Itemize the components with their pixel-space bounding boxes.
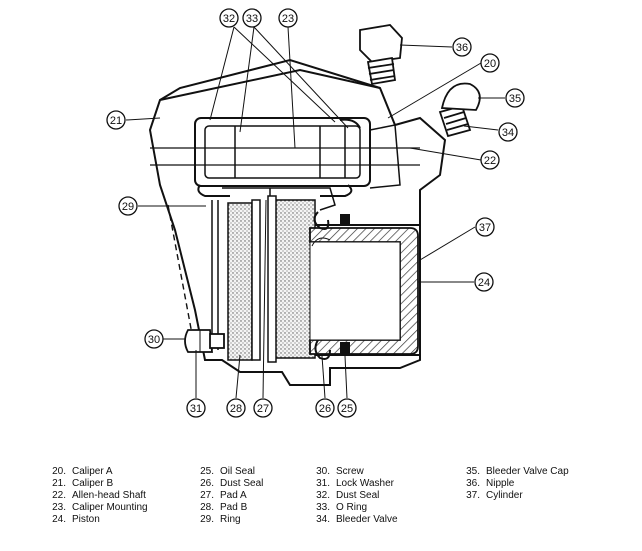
svg-text:26: 26 <box>319 403 331 415</box>
legend-item: 25.Oil Seal <box>200 466 256 477</box>
legend-item: 24.Piston <box>52 514 100 525</box>
dust-seal-upper <box>197 184 230 197</box>
legend-item: 36.Nipple <box>466 478 515 489</box>
callout-20: 20 <box>480 53 500 73</box>
callout-26: 26 <box>315 398 335 418</box>
svg-text:28: 28 <box>230 403 242 415</box>
svg-text:21: 21 <box>110 115 122 127</box>
callout-23: 23 <box>278 8 298 28</box>
callout-24: 24 <box>474 272 494 292</box>
callout-34: 34 <box>498 122 518 142</box>
callout-35: 35 <box>505 88 525 108</box>
legend-item: 31.Lock Washer <box>316 478 394 489</box>
legend-column-2: 25.Oil Seal 26.Dust Seal 27.Pad A 28.Pad… <box>196 466 263 526</box>
leader-lines <box>125 26 505 399</box>
legend-item: 27.Pad A <box>200 490 247 501</box>
cylinder <box>315 224 421 356</box>
callout-36: 36 <box>452 37 472 57</box>
callout-29: 29 <box>118 196 138 216</box>
svg-text:30: 30 <box>148 334 160 346</box>
svg-text:22: 22 <box>484 155 496 167</box>
svg-text:20: 20 <box>484 58 496 70</box>
svg-text:37: 37 <box>479 222 491 234</box>
legend-item: 28.Pad B <box>200 502 248 513</box>
legend-item: 26.Dust Seal <box>200 478 264 489</box>
legend-item: 22.Allen-head Shaft <box>52 490 146 501</box>
legend-item: 20.Caliper A <box>52 466 113 477</box>
svg-text:34: 34 <box>502 127 514 139</box>
piston <box>309 227 419 355</box>
svg-text:23: 23 <box>282 13 294 25</box>
callout-30: 30 <box>144 329 164 349</box>
svg-text:31: 31 <box>190 403 202 415</box>
screw <box>184 329 225 353</box>
callouts: 20 21 22 23 24 25 26 27 28 29 30 31 32 3… <box>106 8 525 418</box>
pad-a <box>274 199 316 359</box>
bleeder-valve <box>438 104 472 138</box>
svg-text:32: 32 <box>223 13 235 25</box>
legend-item: 33.O Ring <box>316 502 368 513</box>
dust-seal-lower <box>314 339 331 360</box>
callout-21: 21 <box>106 110 126 130</box>
legend-item: 23.Caliper Mounting <box>52 502 148 513</box>
callout-22: 22 <box>480 150 500 170</box>
caliper-body <box>148 58 447 386</box>
svg-text:35: 35 <box>509 93 521 105</box>
svg-text:24: 24 <box>478 277 490 289</box>
bleeder-valve-cap <box>440 82 481 111</box>
svg-text:36: 36 <box>456 42 468 54</box>
oil-seal-lower <box>340 342 350 356</box>
legend-item: 30.Screw <box>316 466 364 477</box>
caliper-b-outline <box>148 68 447 386</box>
legend-item: 21.Caliper B <box>52 478 114 489</box>
pad-b <box>227 202 253 361</box>
callout-28: 28 <box>226 398 246 418</box>
legend-item: 29.Ring <box>200 514 241 525</box>
parts-legend: 20.Caliper A 21.Caliper B 22.Allen-head … <box>0 466 642 546</box>
callout-31: 31 <box>186 398 206 418</box>
callout-25: 25 <box>337 398 357 418</box>
svg-text:27: 27 <box>257 403 269 415</box>
legend-item: 37.Cylinder <box>466 490 523 501</box>
legend-item: 34.Bleeder Valve <box>316 514 398 525</box>
svg-text:29: 29 <box>122 201 134 213</box>
caliper-bore-block <box>194 117 371 187</box>
callout-33: 33 <box>242 8 262 28</box>
svg-text:33: 33 <box>246 13 258 25</box>
callout-27: 27 <box>253 398 273 418</box>
legend-column-4: 35.Bleeder Valve Cap 36.Nipple 37.Cylind… <box>462 466 569 502</box>
callout-37: 37 <box>475 217 495 237</box>
legend-item: 35.Bleeder Valve Cap <box>466 466 569 477</box>
callout-32: 32 <box>219 8 239 28</box>
legend-item: 32.Dust Seal <box>316 490 380 501</box>
nipple <box>359 24 403 86</box>
legend-column-3: 30.Screw 31.Lock Washer 32.Dust Seal 33.… <box>312 466 398 526</box>
legend-column-1: 20.Caliper A 21.Caliper B 22.Allen-head … <box>48 466 148 526</box>
svg-text:25: 25 <box>341 403 353 415</box>
